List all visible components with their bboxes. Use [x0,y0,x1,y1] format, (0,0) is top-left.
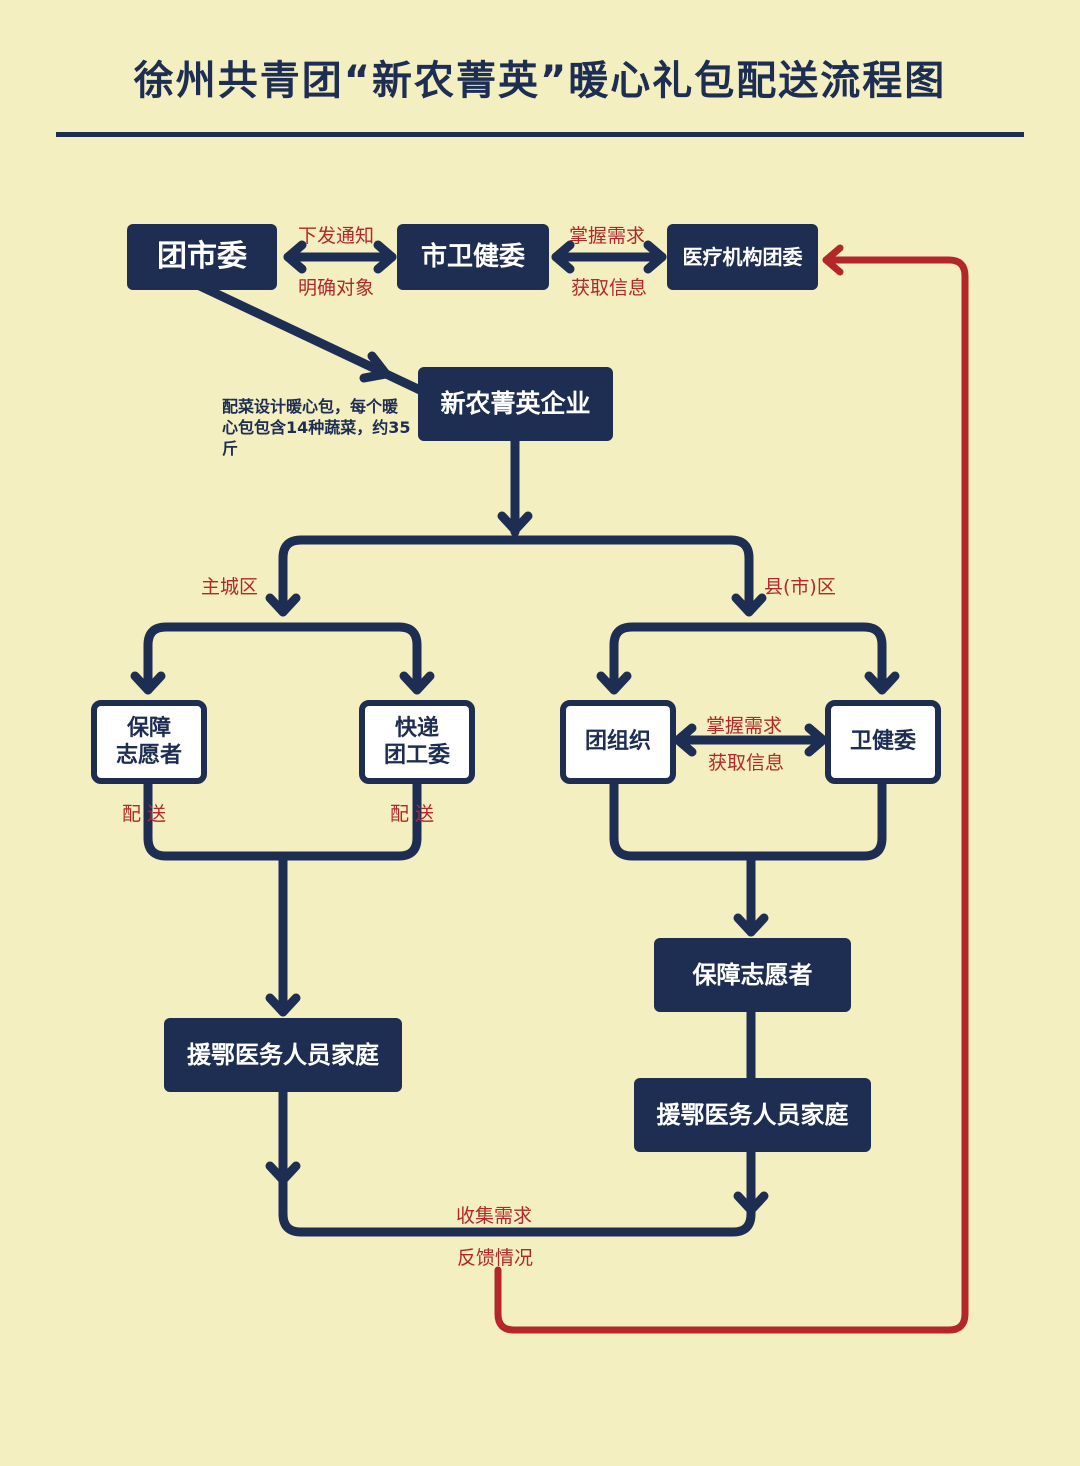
node-tuanzuzhi: 团组织 [560,700,676,784]
label-xian-shi-qu: 县(市)区 [764,576,836,598]
label-shouji-xuqiu: 收集需求 [456,1205,533,1227]
node-baozhang-zhiyuanzhe-right: 保障志愿者 [654,938,851,1012]
label-xiafa-tongzhi: 下发通知 [298,225,375,247]
label-zhangwo-xuqiu-top: 掌握需求 [569,225,646,247]
label-mingque-duixiang: 明确对象 [298,277,375,299]
node-family-right: 援鄂医务人员家庭 [634,1078,871,1152]
node-family-left: 援鄂医务人员家庭 [164,1018,402,1092]
node-baozhang-zhiyuanzhe-left: 保障 志愿者 [91,700,207,784]
node-shiweijianwei: 市卫健委 [397,224,549,290]
connector-left-merge [143,777,422,861]
node-yiliao-jigou-tuanwei: 医疗机构团委 [667,224,818,290]
connector-left-split [143,622,422,695]
connector-right-split [609,622,887,695]
feedback-loop [494,256,969,1334]
connector-bottom-collect [278,1087,756,1237]
connector-main-split [278,535,754,617]
title-divider [56,132,1024,137]
label-peisong-right: 配 送 [390,803,435,825]
connector-right-merge [609,777,887,861]
node-tuanshiwei: 团市委 [127,224,277,290]
label-huoqu-xinxi-top: 获取信息 [571,277,648,299]
label-zhuchengqu: 主城区 [201,576,259,598]
page-title: 徐州共青团“新农菁英”暖心礼包配送流程图 [133,58,947,104]
label-huoqu-xinxi-mid: 获取信息 [708,752,785,774]
annotation-peicai: 配菜设计暖心包，每个暖心包包含14种蔬菜，约35斤 [222,397,411,458]
label-peisong-left: 配 送 [122,803,167,825]
label-fankui-qingkuang: 反馈情况 [457,1247,534,1269]
label-zhangwo-xuqiu-mid: 掌握需求 [706,715,783,737]
node-xinnong-qiye: 新农菁英企业 [418,367,613,441]
node-weijianwei: 卫健委 [825,700,941,784]
node-kuaidi-tuangongwei: 快递 团工委 [359,700,475,784]
